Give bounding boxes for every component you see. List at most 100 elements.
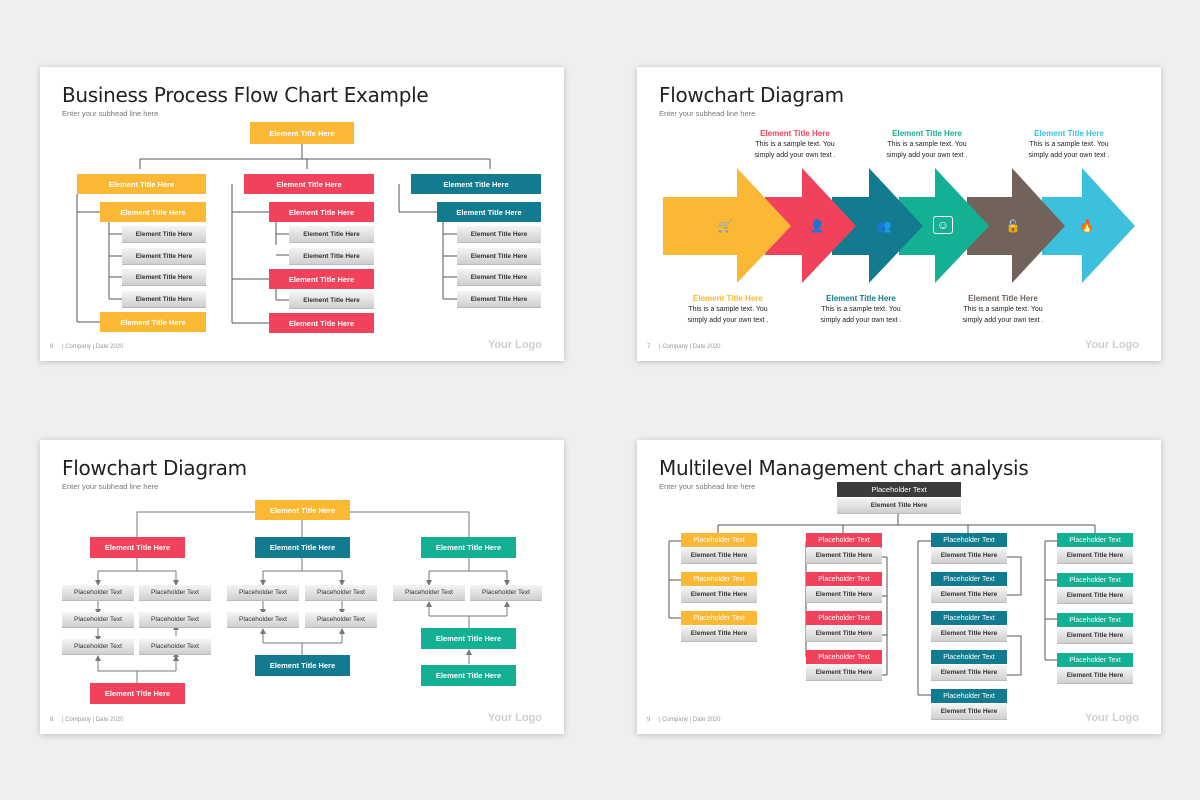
- step-text: simply add your own text .: [820, 317, 902, 324]
- slide-multilevel-management: Multilevel Management chart analysis Ent…: [637, 440, 1161, 734]
- col2-sub1: Element Title Here: [269, 202, 374, 222]
- node-label: Placeholder Text: [806, 611, 882, 625]
- logo: Your Logo: [487, 339, 542, 351]
- step-text: simply add your own text .: [754, 152, 836, 159]
- step-title: Element Title Here: [968, 294, 1038, 303]
- top-node: Element Title Here: [255, 500, 350, 520]
- node-label: Placeholder Text: [806, 572, 882, 586]
- arrow-4: [899, 168, 989, 283]
- col1-item: Element Title Here: [122, 269, 206, 286]
- grid-cell: Placeholder Text: [305, 612, 377, 628]
- grid-cell: Placeholder Text: [139, 639, 211, 655]
- grid-cell: Placeholder Text: [62, 585, 134, 601]
- slide-footer: 6| Company | Date 2020: [50, 344, 124, 350]
- node-label: Placeholder Text: [1057, 613, 1133, 627]
- col2-head: Element Title Here: [255, 537, 350, 558]
- logo: Your Logo: [1084, 339, 1139, 351]
- col2-bottom: Element Title Here: [255, 655, 350, 676]
- col1-bottom: Element Title Here: [90, 683, 185, 704]
- step-title: Element Title Here: [826, 294, 896, 303]
- arrow-2: [765, 168, 856, 283]
- node-label: Placeholder Text: [681, 533, 757, 547]
- step-text: This is a sample text. You: [887, 141, 967, 148]
- slide-subtitle: Enter your subhead line here: [659, 109, 756, 118]
- col1-item: Element Title Here: [122, 291, 206, 308]
- slide-business-process: Business Process Flow Chart Example Ente…: [40, 67, 564, 361]
- col3-head: Element Title Here: [411, 174, 541, 194]
- step-caption: Element Title Here This is a sample text…: [999, 128, 1139, 161]
- connector-lines: [95, 511, 510, 683]
- col3-item: Element Title Here: [457, 226, 541, 243]
- step-text: simply add your own text .: [687, 317, 769, 324]
- col3-item: Element Title Here: [457, 248, 541, 265]
- col3-head: Element Title Here: [421, 537, 516, 558]
- page-number: 9: [647, 717, 651, 723]
- grid-cell: Placeholder Text: [62, 612, 134, 628]
- node-label: Placeholder Text: [681, 572, 757, 586]
- node-sub: Element Title Here: [931, 626, 1007, 642]
- grid-cell: Placeholder Text: [139, 585, 211, 601]
- col1-item: Element Title Here: [122, 248, 206, 265]
- footer-text: | Company | Date 2020: [62, 717, 124, 723]
- col3-mid: Element Title Here: [421, 628, 516, 649]
- step-title: Element Title Here: [760, 129, 830, 138]
- col1-head: Element Title Here: [90, 537, 185, 558]
- col2-item: Element Title Here: [289, 248, 374, 265]
- node-label: Placeholder Text: [931, 650, 1007, 664]
- arrow-6: [1042, 168, 1135, 283]
- page-number: 7: [647, 344, 651, 350]
- arrow-5: [967, 168, 1065, 283]
- grid-cell: Placeholder Text: [227, 612, 299, 628]
- arrow-chain: [663, 168, 1135, 283]
- node-label: Placeholder Text: [1057, 533, 1133, 547]
- node-sub: Element Title Here: [806, 665, 882, 681]
- step-text: This is a sample text. You: [1029, 141, 1109, 148]
- group-icon: 👥: [876, 219, 892, 233]
- node-sub: Element Title Here: [681, 548, 757, 564]
- grid-cell: Placeholder Text: [470, 585, 542, 601]
- slide-footer: 7 | Company | Date 2020: [647, 344, 721, 350]
- step-caption: Element Title Here This is a sample text…: [933, 293, 1073, 326]
- col2-sub3: Element Title Here: [269, 313, 374, 333]
- col1-sub: Element Title Here: [100, 202, 206, 222]
- slide-subtitle: Enter your subhead line here: [62, 482, 159, 491]
- col3-item: Element Title Here: [457, 291, 541, 308]
- node-sub: Element Title Here: [806, 548, 882, 564]
- fire-icon: 🔥: [1079, 219, 1095, 233]
- slide-footer: 8| Company | Date 2020: [50, 717, 124, 723]
- node-sub: Element Title Here: [1057, 548, 1133, 564]
- slide-subtitle: Enter your subhead line here: [659, 482, 756, 491]
- slide-title: Multilevel Management chart analysis: [659, 456, 1029, 480]
- node-sub: Element Title Here: [681, 626, 757, 642]
- step-text: simply add your own text .: [886, 152, 968, 159]
- node-sub: Element Title Here: [681, 587, 757, 603]
- footer-text: | Company | Date 2020: [62, 344, 124, 350]
- node-label: Placeholder Text: [931, 572, 1007, 586]
- col1-item: Element Title Here: [122, 226, 206, 243]
- step-text: This is a sample text. You: [963, 306, 1043, 313]
- col1-head: Element Title Here: [77, 174, 206, 194]
- node-label: Placeholder Text: [806, 533, 882, 547]
- node-label: Placeholder Text: [931, 611, 1007, 625]
- slide-title: Business Process Flow Chart Example: [62, 83, 429, 107]
- col2-sub2: Element Title Here: [269, 269, 374, 289]
- node-sub: Element Title Here: [1057, 668, 1133, 684]
- root-label: Placeholder Text: [837, 482, 961, 497]
- node-label: Placeholder Text: [931, 689, 1007, 703]
- node-sub: Element Title Here: [931, 587, 1007, 603]
- col2-item: Element Title Here: [289, 292, 374, 309]
- top-node: Element Title Here: [250, 122, 354, 144]
- node-sub: Element Title Here: [806, 626, 882, 642]
- footer-text: | Company | Date 2020: [659, 344, 721, 350]
- node-label: Placeholder Text: [806, 650, 882, 664]
- slide-arrow-flowchart: Flowchart Diagram Enter your subhead lin…: [637, 67, 1161, 361]
- arrow-1: [663, 168, 791, 283]
- grid-cell: Placeholder Text: [305, 585, 377, 601]
- step-caption: Element Title Here This is a sample text…: [857, 128, 997, 161]
- col3-sub: Element Title Here: [437, 202, 541, 222]
- grid-cell: Placeholder Text: [227, 585, 299, 601]
- node-label: Placeholder Text: [1057, 653, 1133, 667]
- node-sub: Element Title Here: [931, 548, 1007, 564]
- step-caption: Element Title Here This is a sample text…: [658, 293, 798, 326]
- node-label: Placeholder Text: [681, 611, 757, 625]
